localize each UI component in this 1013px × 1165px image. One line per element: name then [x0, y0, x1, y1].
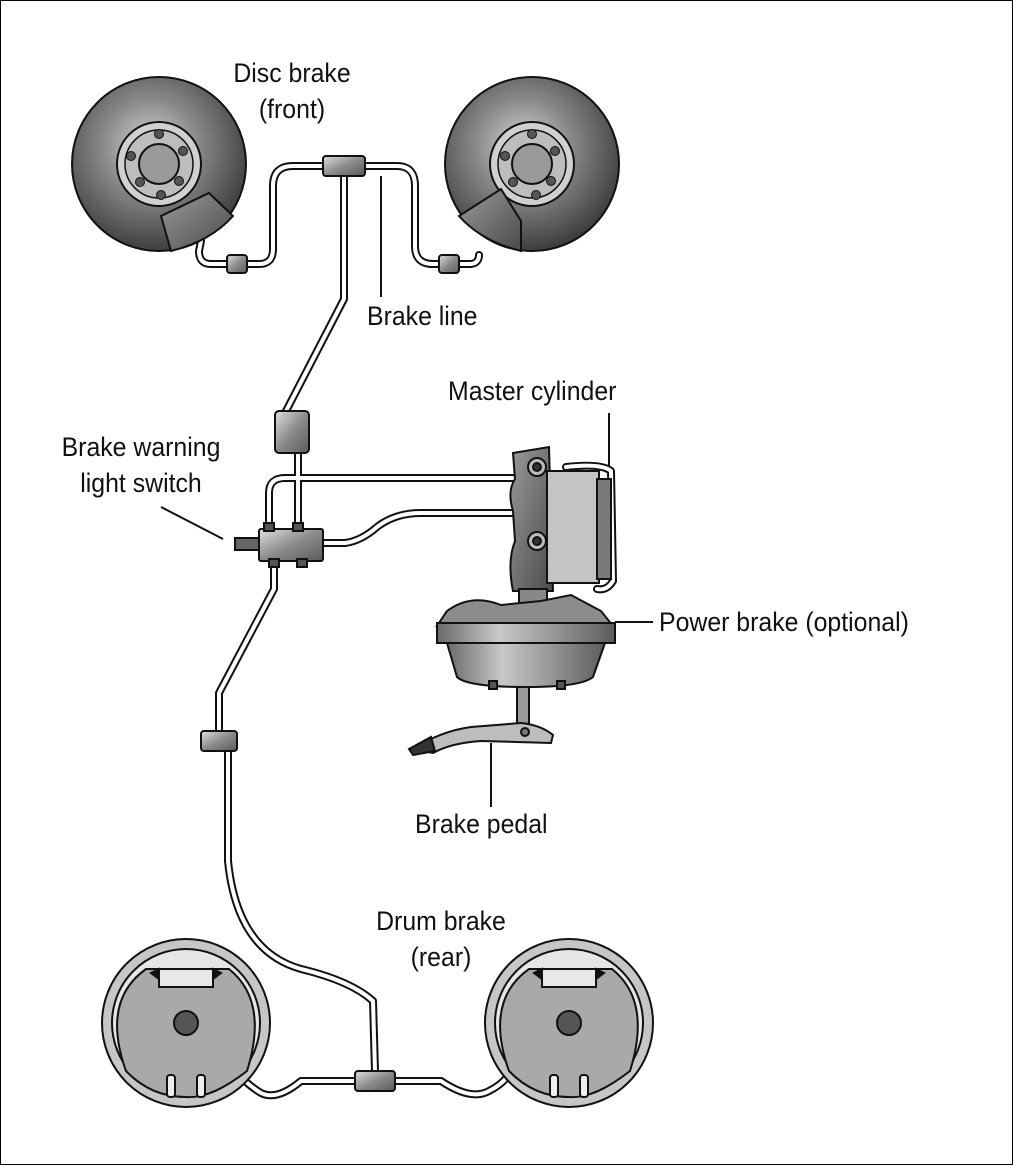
rear-left-drum-brake: [101, 938, 271, 1108]
front-right-disc-brake: [444, 76, 620, 253]
power-booster-body: [435, 593, 616, 728]
warning-switch-body: [234, 522, 324, 568]
label-brake-warning-switch: Brake warning light switch: [61, 432, 221, 498]
label-drum-brake: Drum brake (rear): [376, 906, 506, 972]
line-fittings: [200, 155, 460, 1092]
master-cylinder-body: [509, 445, 612, 604]
label-power-brake: Power brake (optional): [659, 607, 909, 637]
label-brake-pedal: Brake pedal: [415, 809, 548, 839]
label-disc-brake: Disc brake (front): [233, 58, 351, 124]
label-master-cylinder: Master cylinder: [448, 376, 617, 406]
leader-lines: [160, 176, 653, 807]
rear-right-drum-brake: [484, 938, 654, 1108]
front-left-disc-brake: [71, 76, 247, 253]
label-brake-line: Brake line: [367, 301, 478, 331]
brake-pedal-body: [407, 721, 555, 757]
